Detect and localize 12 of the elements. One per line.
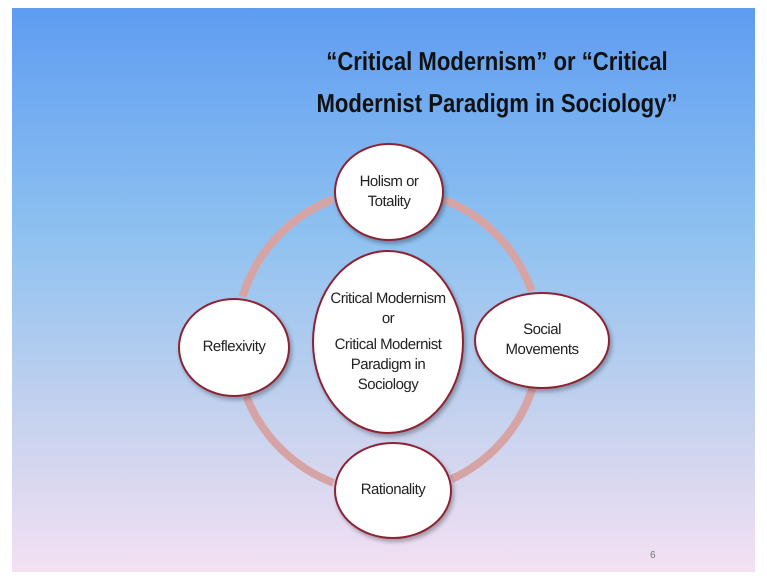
slide-title: “Critical Modernism” or “Critical Modernist Paradigm in Sociology” [315, 45, 678, 120]
slide-number: 6 [650, 550, 656, 561]
concept-label: Holism or Totality [358, 172, 420, 212]
concept-label: Social Movements [504, 320, 580, 360]
concept-label: Rationality [360, 480, 426, 500]
concept-label: Reflexivity [202, 337, 266, 357]
ring-arc-connector [242, 394, 336, 487]
ring-arc-connector [450, 388, 536, 483]
concept-label: Critical Modernist Paradigm in Sociology [334, 335, 443, 395]
ring-arc-connector [442, 196, 536, 292]
concept-label: Critical Modernism or [329, 289, 447, 329]
ring-arc-connector [238, 195, 336, 298]
